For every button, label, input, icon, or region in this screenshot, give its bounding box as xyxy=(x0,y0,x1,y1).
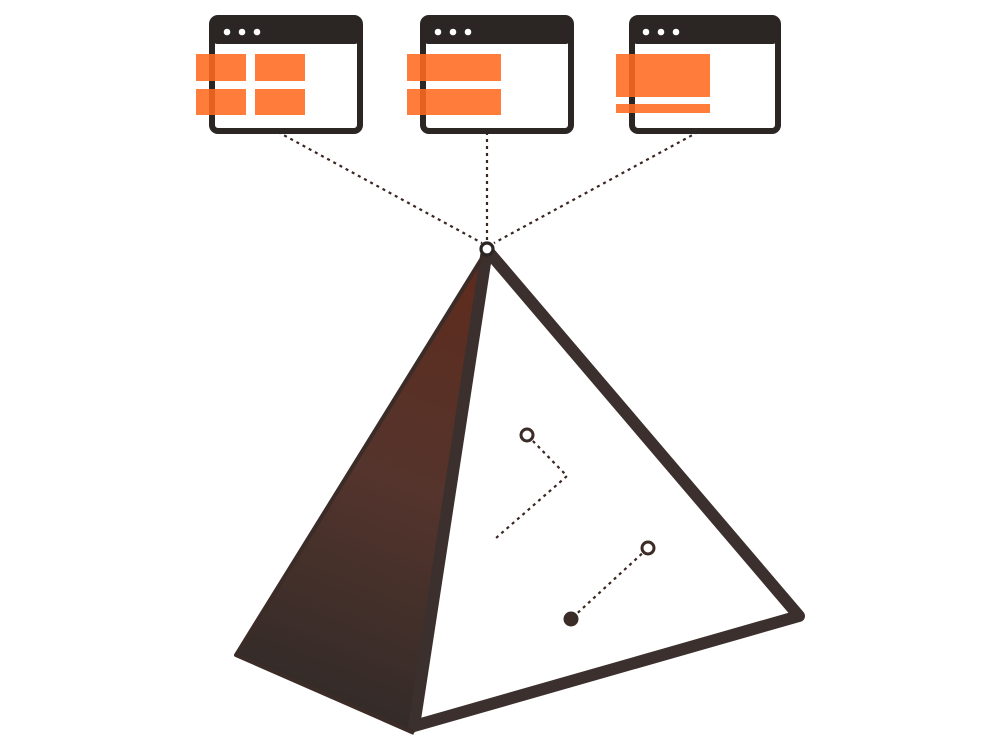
browser-window-icon xyxy=(196,15,363,134)
window-center-bar-1 xyxy=(407,54,501,81)
window-right-titlebar xyxy=(632,18,778,44)
window-left-dot-2 xyxy=(238,28,246,36)
pyramid-shaded-face xyxy=(236,248,487,733)
node-ring-upper xyxy=(519,427,535,443)
pyramid-front-face xyxy=(408,244,805,732)
connector-lower-path xyxy=(570,548,648,620)
window-center-bar-2 xyxy=(407,89,501,115)
window-left-titlebar xyxy=(212,18,360,44)
window-left-dot-3 xyxy=(253,28,261,36)
apex-node-ring xyxy=(479,241,495,257)
connector-right xyxy=(493,131,699,244)
browser-window-icon xyxy=(616,15,781,134)
window-right-dot-1 xyxy=(642,28,650,36)
window-left-block-4 xyxy=(255,89,305,115)
window-center-dot-3 xyxy=(464,28,472,36)
window-right-dot-2 xyxy=(657,28,665,36)
window-right-hero-block xyxy=(616,54,710,97)
window-center-dot-1 xyxy=(434,28,442,36)
internal-connectors xyxy=(495,435,648,620)
browser-window-icon xyxy=(407,15,574,134)
node-dot-lower xyxy=(563,611,579,627)
window-left-block-3 xyxy=(196,89,246,115)
window-right-strip xyxy=(616,104,710,113)
pyramid-icon xyxy=(234,244,805,735)
window-connectors xyxy=(277,131,699,244)
window-right-dot-3 xyxy=(672,28,680,36)
node-ring-lower xyxy=(640,540,656,556)
window-center-dot-2 xyxy=(449,28,457,36)
window-left-block-2 xyxy=(255,54,305,81)
window-left-dot-1 xyxy=(223,28,231,36)
window-left-block-1 xyxy=(196,54,246,81)
window-center-titlebar xyxy=(423,18,571,44)
pyramid-left-edge xyxy=(234,248,489,735)
connector-left xyxy=(277,131,483,244)
